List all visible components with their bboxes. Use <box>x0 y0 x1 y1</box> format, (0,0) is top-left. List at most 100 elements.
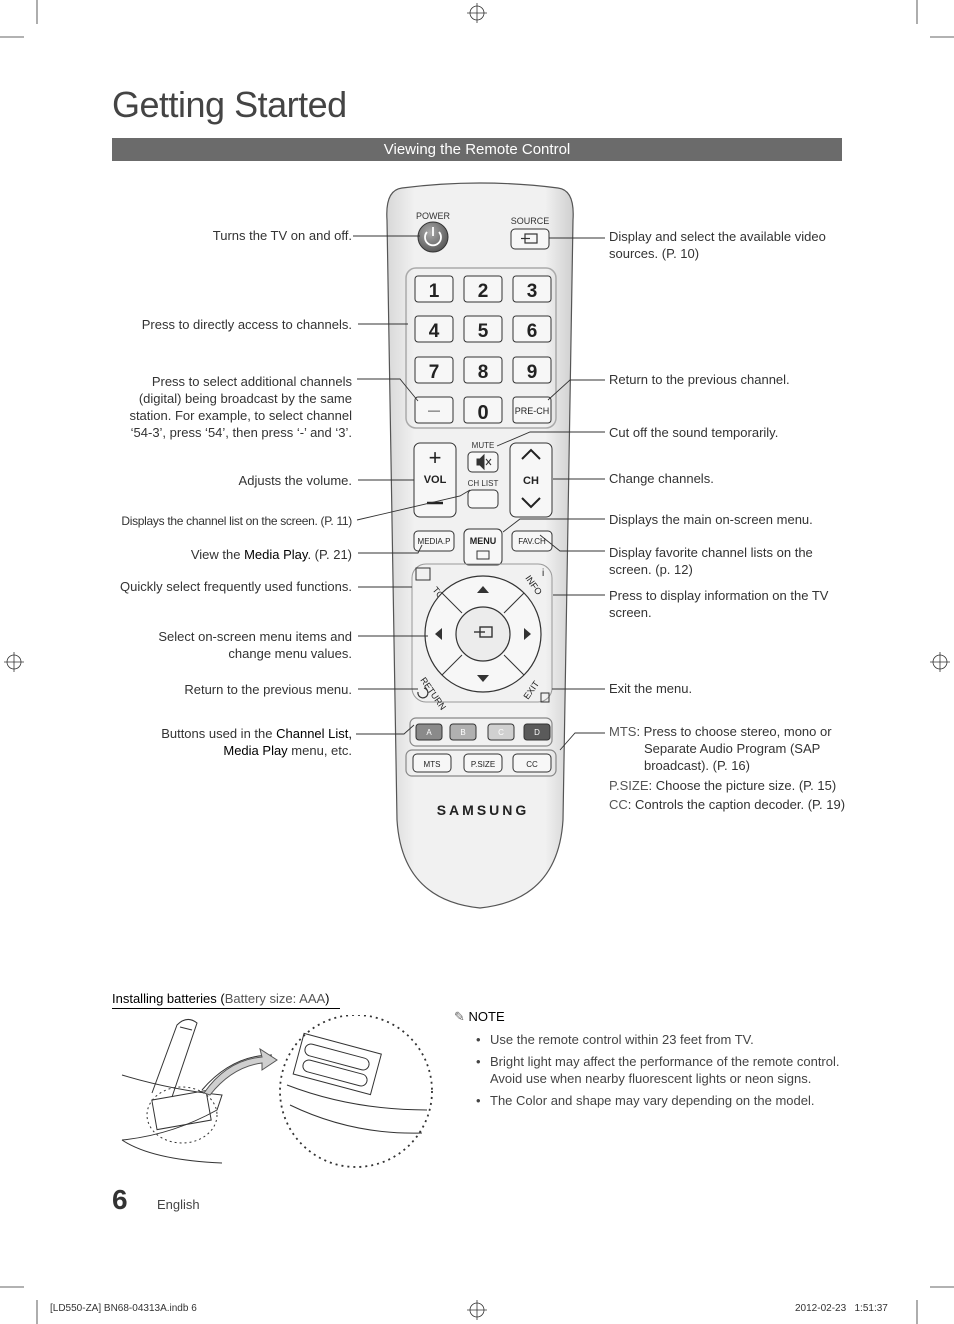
registration-mark-icon <box>4 3 950 1320</box>
mute-speaker-icon <box>476 453 492 471</box>
digit-label: 2 <box>478 281 489 302</box>
digit-label: 9 <box>527 362 538 383</box>
desc-cc: CC: Controls the caption decoder. (P. 19… <box>609 797 846 812</box>
zero-label: 0 <box>477 402 488 424</box>
info-icon: i <box>542 568 544 579</box>
chlist-label: CH LIST <box>468 479 499 488</box>
menu-button[interactable] <box>463 528 503 566</box>
color-button-a[interactable] <box>415 723 443 741</box>
desc-color-buttons: Buttons used in the Channel List,Media P… <box>161 726 352 758</box>
psize-label: P.SIZE <box>471 760 495 769</box>
desc-channel: Change channels. <box>609 471 714 486</box>
zero-button[interactable] <box>463 396 503 424</box>
desc-numbers: Press to directly access to channels. <box>141 317 352 332</box>
batteries-heading: Installing batteries (Battery size: AAA) <box>112 991 340 1009</box>
power-label: POWER <box>416 211 451 221</box>
exit-icon <box>540 692 550 703</box>
color-b-label: B <box>460 728 465 737</box>
digit-button[interactable] <box>414 315 454 343</box>
desc-return: Return to the previous menu. <box>184 682 352 697</box>
desc-power: Turns the TV on and off. <box>212 228 352 243</box>
cc-button[interactable] <box>512 753 552 773</box>
desc-select: Select on-screen menu items and change m… <box>158 629 352 661</box>
note-item: Bright light may affect the performance … <box>476 1053 856 1087</box>
enter-button[interactable] <box>455 606 511 662</box>
source-input-icon <box>521 233 538 244</box>
color-button-b[interactable] <box>449 723 477 741</box>
chlist-button[interactable] <box>467 489 499 509</box>
return-arrow-icon <box>417 687 429 699</box>
note-heading: ✎ NOTE <box>454 1009 505 1024</box>
mediap-button[interactable] <box>413 530 455 552</box>
volume-label: VOL <box>424 474 447 486</box>
mediap-label: MEDIA.P <box>418 537 451 546</box>
desc-exit: Exit the menu. <box>609 681 693 696</box>
digit-button[interactable] <box>414 356 454 384</box>
power-icon <box>424 227 442 247</box>
prech-label: PRE-CH <box>515 406 550 416</box>
menu-grid-icon <box>476 550 490 560</box>
desc-tools: Quickly select frequently used functions… <box>120 579 352 594</box>
volume-up-icon: + <box>429 445 442 470</box>
channel-up-icon <box>521 448 541 460</box>
desc-mts: MTS: Press to choose stereo, mono or Sep… <box>609 724 832 773</box>
battery-installation-illustration <box>121 1015 433 1168</box>
channel-down-icon <box>521 497 541 509</box>
dash-button[interactable] <box>414 396 454 424</box>
arrow-right-icon[interactable] <box>524 628 531 640</box>
note-item: Use the remote control within 23 feet fr… <box>476 1031 856 1048</box>
digit-button[interactable] <box>512 275 552 303</box>
note-item: The Color and shape may vary depending o… <box>476 1092 856 1109</box>
digit-label: 1 <box>429 281 440 302</box>
favch-button[interactable] <box>511 530 553 552</box>
digit-label: 4 <box>429 321 440 342</box>
digit-button[interactable] <box>414 275 454 303</box>
note-pencil-icon: ✎ <box>454 1009 469 1024</box>
digit-label: 8 <box>478 362 489 383</box>
desc-dash: Press to select additional channels (dig… <box>129 374 352 440</box>
arrow-left-icon[interactable] <box>435 628 442 640</box>
page-language: English <box>157 1197 200 1212</box>
prech-button[interactable] <box>512 396 552 424</box>
power-button[interactable] <box>417 221 449 253</box>
color-button-c[interactable] <box>487 723 515 741</box>
color-a-label: A <box>426 728 432 737</box>
desc-mute: Cut off the sound temporarily. <box>609 425 779 440</box>
mts-label: MTS <box>424 760 441 769</box>
menu-label: MENU <box>470 536 497 546</box>
footer-timestamp: 2012-02-23 1:51:37 <box>795 1303 888 1314</box>
channel-rocker[interactable] <box>509 442 553 518</box>
arrow-down-icon[interactable] <box>477 675 489 682</box>
tools-icon <box>415 567 431 581</box>
desc-chlist: Displays the channel list on the screen.… <box>121 514 352 528</box>
samsung-logo: SAMSUNG <box>437 802 530 818</box>
digit-button[interactable] <box>512 356 552 384</box>
digit-button[interactable] <box>463 356 503 384</box>
mts-button[interactable] <box>412 753 452 773</box>
color-d-label: D <box>534 728 540 737</box>
digit-button[interactable] <box>512 315 552 343</box>
page-title: Getting Started <box>112 84 347 125</box>
desc-psize: P.SIZE: Choose the picture size. (P. 15) <box>609 778 837 793</box>
color-c-label: C <box>498 728 504 737</box>
desc-prech: Return to the previous channel. <box>609 372 790 387</box>
note-list: Use the remote control within 23 feet fr… <box>476 1031 856 1114</box>
arrow-up-icon[interactable] <box>477 586 489 593</box>
digit-button[interactable] <box>463 315 503 343</box>
digit-label: 5 <box>478 321 489 342</box>
color-button-d[interactable] <box>523 723 551 741</box>
source-label: SOURCE <box>511 216 550 226</box>
digit-button[interactable] <box>463 275 503 303</box>
digit-label: 7 <box>429 362 440 383</box>
psize-button[interactable] <box>463 753 503 773</box>
dash-label: — <box>428 403 440 417</box>
channel-label: CH <box>523 475 539 487</box>
mute-label: MUTE <box>472 441 495 450</box>
desc-source: Display and select the available video s… <box>609 229 826 261</box>
section-heading: Viewing the Remote Control <box>112 138 842 161</box>
page-number: 6 <box>112 1184 128 1215</box>
footer-file: [LD550-ZA] BN68-04313A.indb 6 <box>50 1303 197 1314</box>
